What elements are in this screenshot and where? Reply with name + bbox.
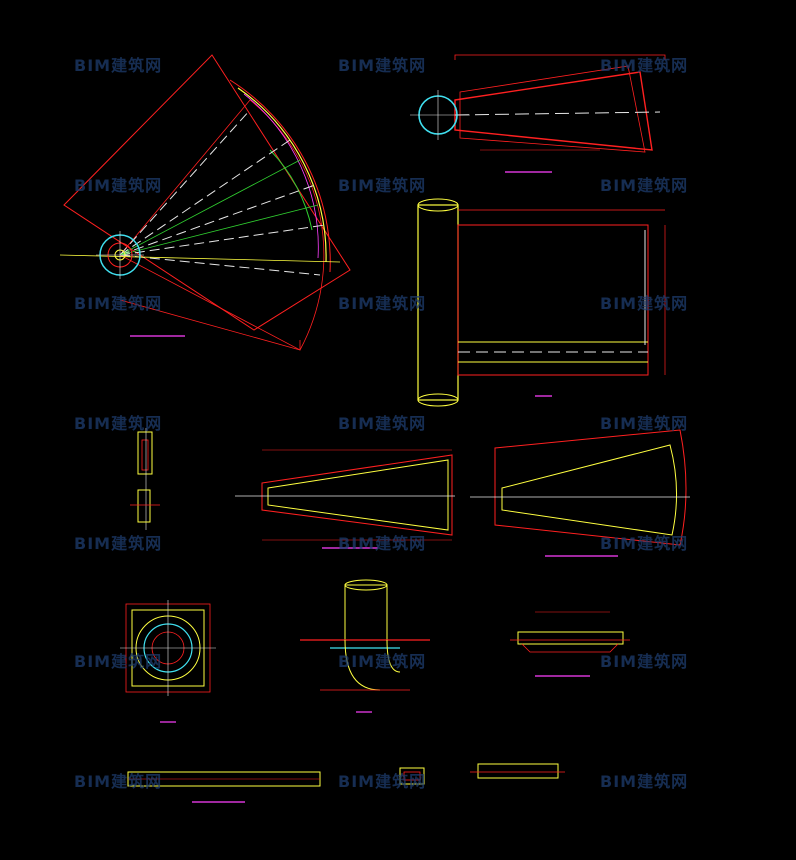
view-fan-plan: [59, 54, 351, 351]
view-long-bar: [127, 771, 321, 787]
view-caption-marks: [130, 171, 618, 803]
view-tapered-beam-2: [470, 429, 690, 546]
view-beam-section: [510, 611, 630, 653]
view-bottom-details: [399, 763, 565, 785]
view-tapered-beam-1: [235, 449, 455, 541]
view-column-frame: [417, 198, 666, 407]
view-small-detail: [130, 428, 160, 530]
view-column-foot: [300, 579, 430, 691]
view-base-plate: [120, 600, 216, 696]
view-beam-elevation: [410, 54, 666, 153]
